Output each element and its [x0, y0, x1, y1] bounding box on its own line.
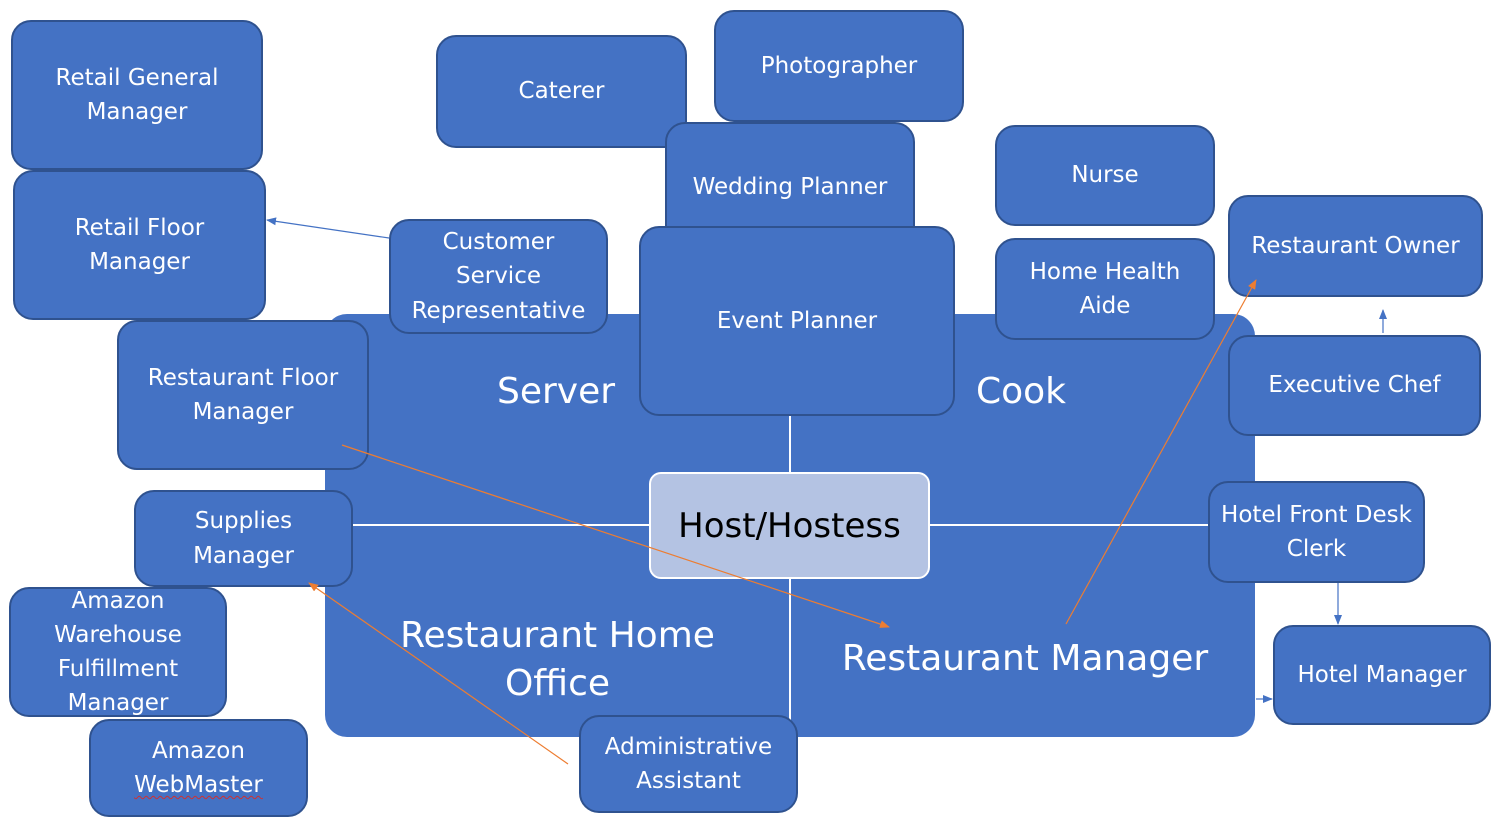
node-caterer: Caterer — [436, 35, 687, 148]
amazon-webmaster-line1: Amazon — [152, 737, 245, 764]
node-home-health-aide: Home Health Aide — [995, 238, 1215, 340]
node-customer-service-representative: Customer Service Representative — [389, 219, 608, 334]
arrow-floor-manager-to-restaurant-manager — [341, 444, 890, 628]
node-hotel-front-desk-clerk: Hotel Front Desk Clerk — [1208, 481, 1425, 583]
node-administrative-assistant: Administrative Assistant — [579, 715, 798, 813]
node-amazon-webmaster: Amazon WebMaster — [89, 719, 308, 817]
quadrant-restaurant-home-office-label: Restaurant Home Office — [400, 615, 715, 704]
node-event-planner: Event Planner — [639, 226, 955, 416]
node-restaurant-owner: Restaurant Owner — [1228, 195, 1483, 297]
quadrant-restaurant-manager-label: Restaurant Manager — [841, 638, 1209, 680]
node-retail-floor-manager: Retail Floor Manager — [13, 170, 266, 320]
node-retail-general-manager: Retail General Manager — [11, 20, 263, 170]
quadrant-cook-label: Cook — [975, 371, 1067, 413]
center-node-host-hostess: Host/Hostess — [649, 472, 930, 579]
node-nurse: Nurse — [995, 125, 1215, 226]
node-photographer: Photographer — [714, 10, 964, 122]
node-executive-chef: Executive Chef — [1228, 335, 1481, 436]
node-restaurant-floor-manager: Restaurant Floor Manager — [117, 320, 369, 470]
node-hotel-manager: Hotel Manager — [1273, 625, 1491, 725]
amazon-webmaster-line2: WebMaster — [134, 772, 263, 798]
node-amazon-warehouse-fulfillment-manager: Amazon Warehouse Fulfillment Manager — [9, 587, 227, 717]
arrow-customer-service-to-retail-floor — [266, 217, 390, 239]
quadrant-server-label: Server — [496, 371, 616, 413]
node-supplies-manager: Supplies Manager — [134, 490, 353, 587]
arrow-restaurant-manager-to-owner — [1065, 279, 1257, 625]
arrow-admin-assistant-to-supplies-manager — [308, 582, 569, 765]
